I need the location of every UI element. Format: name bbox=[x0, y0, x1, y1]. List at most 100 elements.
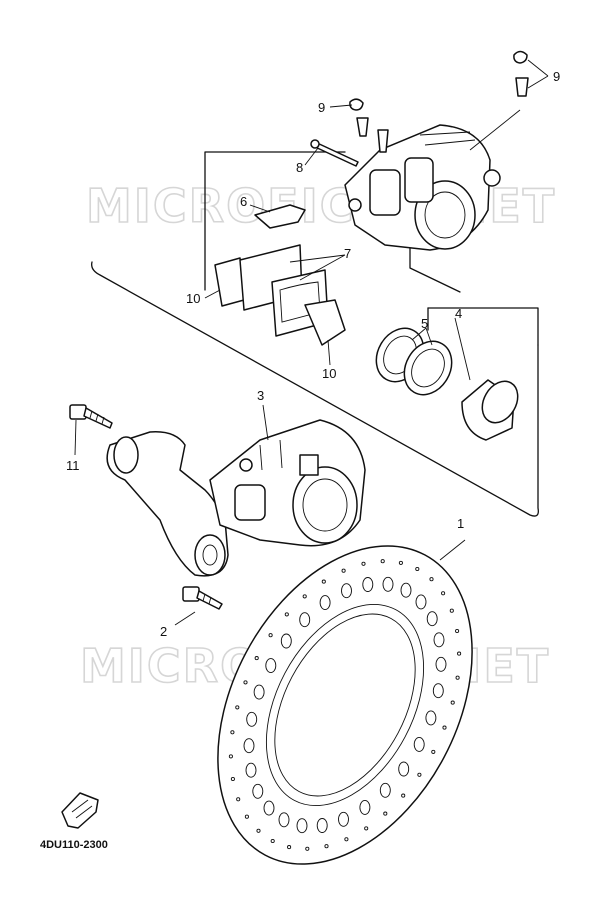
disc-hole bbox=[321, 579, 326, 584]
disc-hole bbox=[398, 560, 403, 565]
disc-hole bbox=[441, 591, 446, 596]
disc-hole bbox=[256, 828, 261, 833]
bolt-2 bbox=[182, 586, 223, 610]
callout-1: 1 bbox=[457, 516, 464, 531]
disc-hole bbox=[449, 608, 454, 613]
disc-hole bbox=[361, 561, 366, 566]
disc-hole bbox=[415, 594, 427, 610]
disc-hole bbox=[230, 776, 235, 782]
front-caliper bbox=[344, 124, 501, 251]
disc-holes bbox=[228, 559, 462, 851]
disc-hole bbox=[299, 612, 311, 628]
disc-hole bbox=[431, 749, 436, 754]
bracket-4 bbox=[427, 307, 539, 346]
disc-hole bbox=[457, 651, 462, 656]
disc-hole bbox=[252, 783, 264, 799]
bolt-11 bbox=[69, 404, 113, 429]
front-direction-arrow-icon bbox=[61, 792, 99, 829]
disc-hole bbox=[455, 628, 460, 634]
disc-hole bbox=[296, 818, 308, 834]
callout-3: 3 bbox=[257, 388, 264, 403]
disc-hole bbox=[433, 632, 445, 648]
disc-hole bbox=[235, 705, 240, 710]
disc-hole bbox=[344, 837, 349, 842]
disc-hole bbox=[244, 814, 249, 819]
disc-hole bbox=[305, 846, 310, 851]
disc-hole bbox=[432, 683, 444, 699]
callout-10-right: 10 bbox=[322, 366, 336, 381]
disc-hole bbox=[243, 738, 255, 754]
bleed-screw-top-right bbox=[513, 50, 529, 97]
part-number: 4DU110-2300 bbox=[40, 839, 108, 851]
disc-hole bbox=[270, 838, 275, 844]
bracket-7 bbox=[204, 151, 346, 291]
callout-10-left: 10 bbox=[186, 291, 200, 306]
disc-hole bbox=[362, 577, 374, 592]
disc-hole bbox=[228, 754, 233, 759]
assembly-frame bbox=[91, 261, 539, 517]
caliper-bracket bbox=[106, 431, 229, 577]
disc-hole bbox=[364, 826, 369, 831]
disc-hole bbox=[401, 793, 406, 798]
disc-hole bbox=[455, 675, 460, 680]
disc-hole bbox=[383, 811, 388, 816]
callout-9-left: 9 bbox=[318, 100, 325, 115]
rear-caliper bbox=[209, 419, 366, 547]
callout-5: 5 bbox=[421, 316, 428, 331]
disc-hole bbox=[380, 559, 385, 564]
disc-hole bbox=[302, 594, 307, 599]
leader-lines bbox=[74, 59, 549, 626]
disc-hole bbox=[245, 762, 257, 778]
disc-hole bbox=[341, 583, 352, 599]
disc-hole bbox=[341, 568, 346, 573]
disc-hole bbox=[442, 725, 447, 730]
piston-seals bbox=[375, 327, 453, 396]
disc-hole bbox=[425, 710, 437, 726]
disc-hole bbox=[263, 800, 275, 816]
disc-hole bbox=[398, 761, 410, 777]
callout-6: 6 bbox=[240, 194, 247, 209]
disc-hole bbox=[450, 700, 455, 705]
disc-hole bbox=[415, 566, 420, 572]
disc-hole bbox=[243, 680, 248, 685]
disc-hole bbox=[426, 611, 438, 627]
disc-hole bbox=[284, 612, 289, 617]
disc-hole bbox=[359, 799, 371, 815]
disc-hole bbox=[382, 576, 394, 592]
disc-hole bbox=[280, 633, 292, 649]
disc-hole bbox=[400, 582, 412, 598]
disc-hole bbox=[278, 812, 290, 828]
bleed-screw-left bbox=[349, 98, 369, 137]
callout-11: 11 bbox=[66, 458, 80, 473]
disc-hole bbox=[246, 711, 258, 727]
disc-hole bbox=[268, 633, 273, 638]
bracket-top bbox=[409, 239, 461, 293]
callout-9-right: 9 bbox=[553, 69, 560, 84]
disc-hole bbox=[379, 782, 391, 798]
callout-8: 8 bbox=[296, 160, 303, 175]
brake-pads bbox=[214, 244, 346, 346]
callout-2: 2 bbox=[160, 624, 167, 639]
disc-hole bbox=[324, 844, 329, 849]
pad-spring bbox=[254, 204, 306, 229]
disc-hole bbox=[287, 845, 292, 850]
pad-pin bbox=[312, 141, 359, 167]
disc-hole bbox=[429, 577, 434, 582]
brake-disc bbox=[217, 545, 473, 865]
disc-hole bbox=[319, 595, 331, 611]
bleed-screw-small bbox=[377, 129, 389, 153]
piston bbox=[461, 379, 519, 441]
disc-hole bbox=[230, 730, 235, 735]
disc-hole bbox=[413, 736, 425, 752]
disc-hole bbox=[236, 797, 241, 802]
callout-7: 7 bbox=[344, 246, 351, 261]
disc-hole bbox=[435, 656, 447, 672]
disc-hole bbox=[338, 811, 349, 827]
disc-hole bbox=[417, 772, 422, 777]
disc-hole bbox=[316, 818, 328, 833]
disc-hole bbox=[253, 684, 265, 700]
callout-4: 4 bbox=[455, 306, 462, 321]
disc-hole bbox=[254, 656, 259, 661]
disc-hole bbox=[265, 658, 277, 674]
